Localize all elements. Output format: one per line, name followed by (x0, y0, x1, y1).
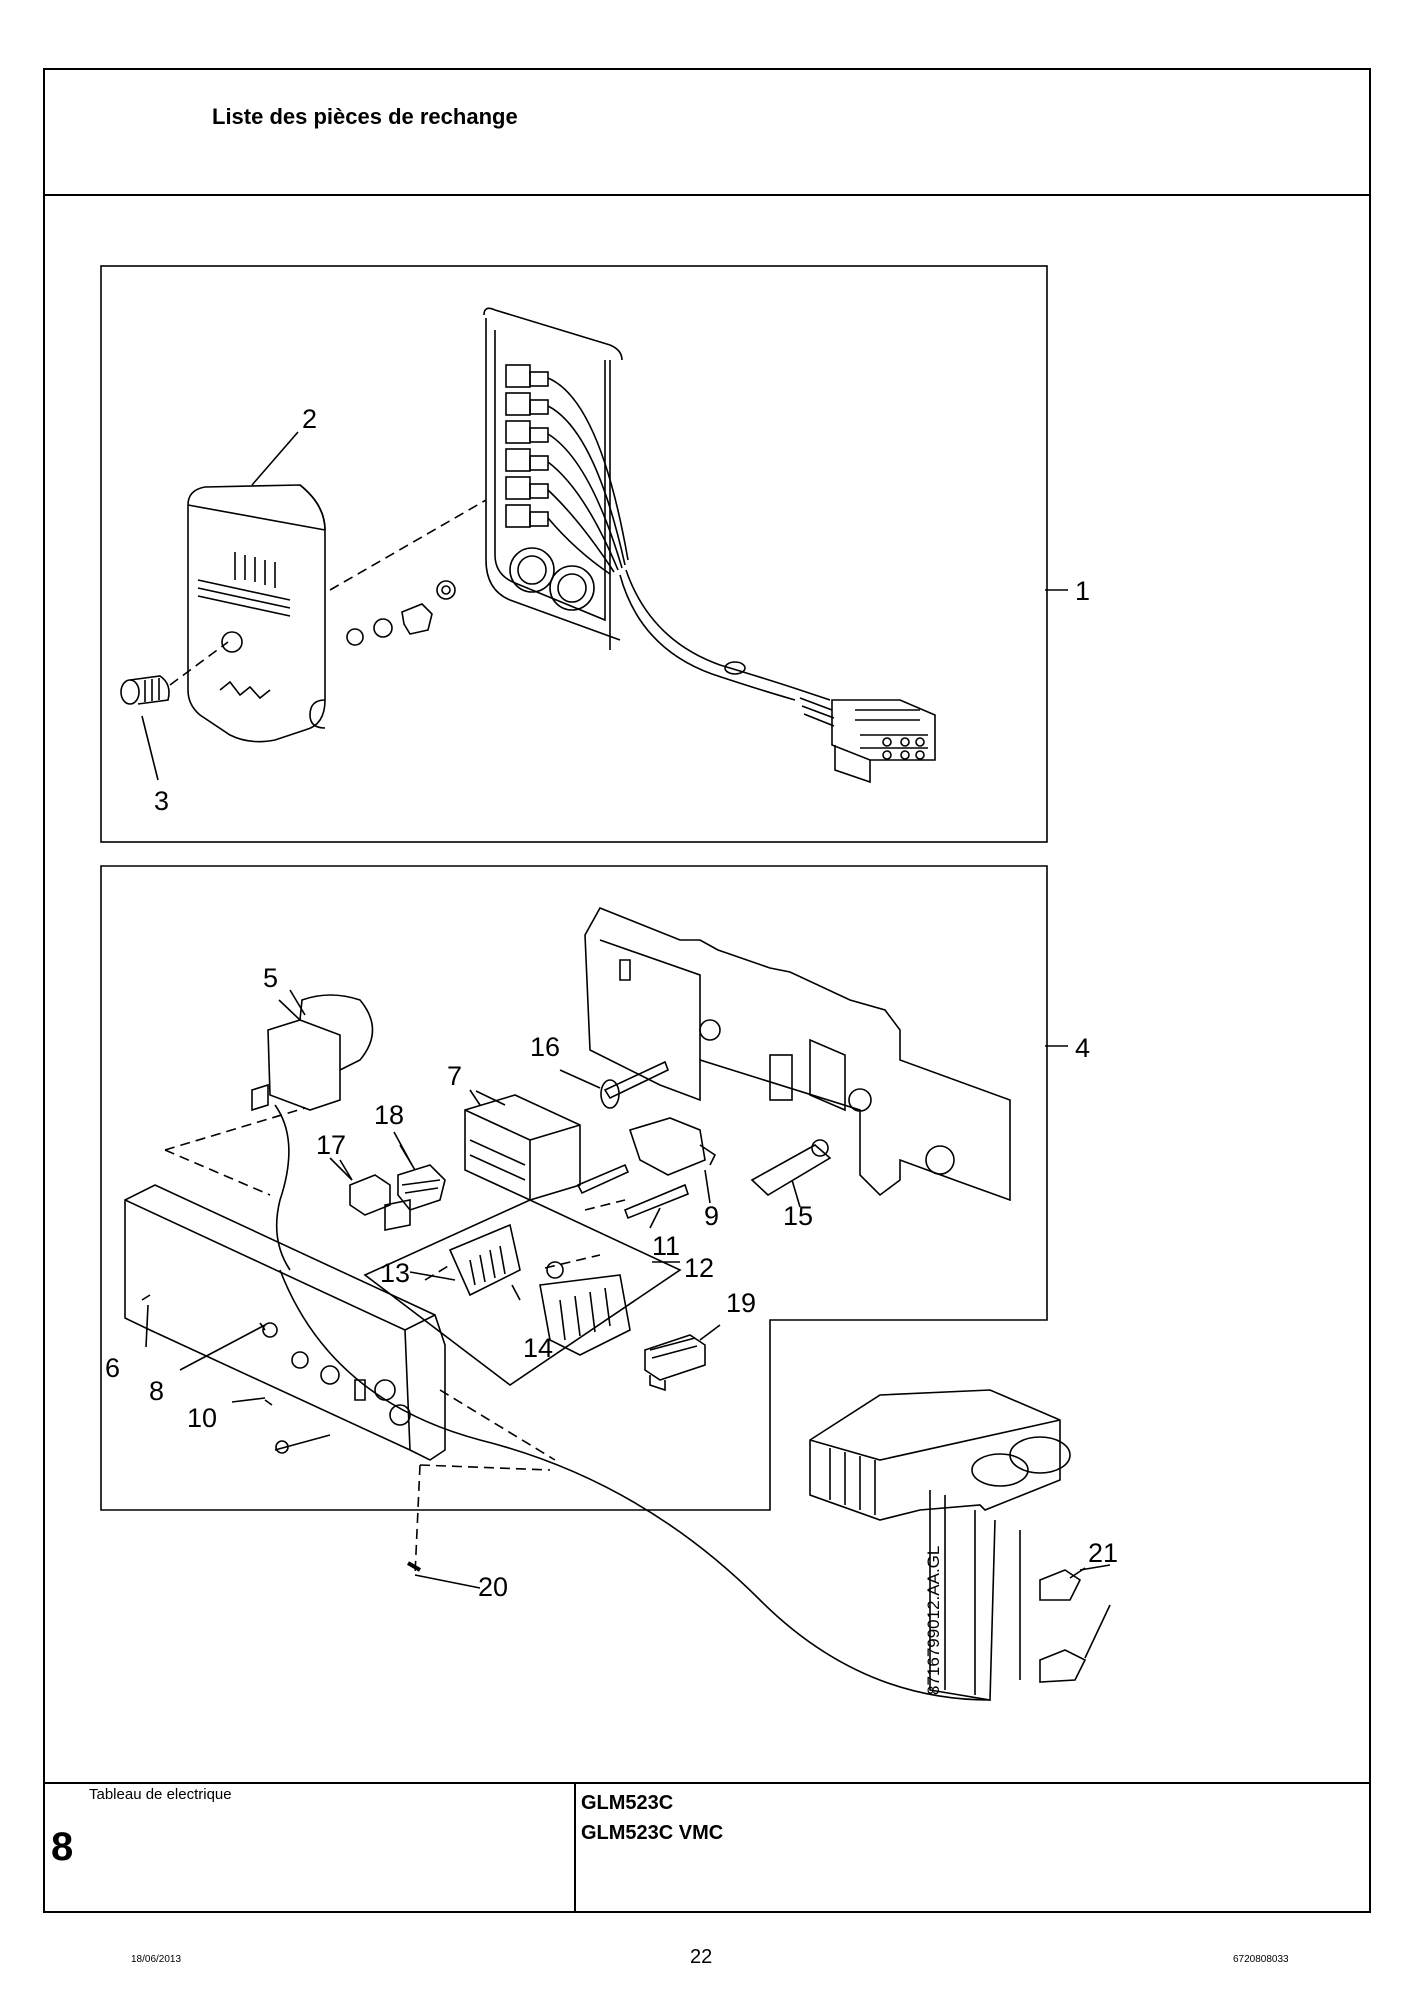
callout-labels: 2 1 3 4 5 16 7 18 17 9 15 11 12 13 19 14… (105, 404, 1118, 1602)
page-title: Liste des pièces de rechange (212, 104, 518, 129)
callout-18: 18 (374, 1100, 404, 1130)
sensor-wire (279, 1269, 991, 1701)
page-frame: Liste des pièces de rechange Tableau de … (43, 68, 1371, 1913)
section-number: 8 (51, 1825, 74, 1869)
header-divider (45, 194, 1369, 196)
document-reference: 6720808033 (1233, 1954, 1289, 1965)
drawing-reference: 8716799012.AA.GL (924, 1546, 943, 1695)
callout-21: 21 (1088, 1538, 1118, 1568)
callout-2: 2 (302, 404, 317, 434)
upper-assembly-box (100, 265, 1048, 843)
callout-8: 8 (149, 1376, 164, 1406)
clip-parts (346, 580, 456, 646)
assembly-lines-upper (169, 499, 487, 686)
footer-divider (45, 1782, 1369, 1784)
connector-part (644, 1324, 721, 1392)
pcb-part (363, 1199, 682, 1386)
knob-part (120, 675, 170, 781)
callout-19: 19 (726, 1288, 756, 1318)
model-name-1: GLM523C (581, 1792, 674, 1814)
page-number: 22 (690, 1946, 713, 1968)
lower-assembly-box (100, 865, 1048, 1511)
callout-10: 10 (187, 1403, 217, 1433)
housing-part (584, 906, 1011, 1202)
screw-part (406, 1561, 422, 1572)
callout-11: 11 (652, 1231, 680, 1261)
model-name-2: GLM523C VMC (581, 1822, 724, 1844)
callout-16: 16 (530, 1032, 560, 1062)
leader-lines (145, 431, 1086, 1589)
model-list: GLM523C GLM523C VMC (581, 1788, 723, 1848)
callout-9: 9 (704, 1201, 719, 1231)
control-panel-frame-part (483, 307, 936, 784)
callout-20: 20 (478, 1572, 508, 1602)
callout-6: 6 (105, 1353, 120, 1383)
section-title: Tableau de electrique (89, 1786, 232, 1803)
ignition-unit-part (251, 989, 374, 1271)
assembly-lines-lower (164, 1107, 626, 1576)
sensor-parts (339, 1144, 446, 1231)
callout-17: 17 (316, 1130, 346, 1160)
callout-7: 7 (447, 1061, 462, 1091)
control-panel-front-part (124, 1184, 446, 1461)
front-cover-part (187, 484, 326, 743)
callout-12: 12 (684, 1253, 714, 1283)
callout-3: 3 (154, 786, 169, 816)
electrode-parts (576, 1060, 832, 1220)
print-date: 18/06/2013 (131, 1954, 182, 1965)
callout-5: 5 (263, 963, 278, 993)
terminal-block-part (464, 1089, 581, 1201)
callout-15: 15 (783, 1201, 813, 1231)
footer-column-divider (574, 1782, 576, 1913)
heat-exchanger-part (809, 1389, 1111, 1701)
callout-14: 14 (523, 1333, 553, 1363)
callout-4: 4 (1075, 1033, 1090, 1063)
callout-13: 13 (380, 1258, 410, 1288)
callout-1: 1 (1075, 576, 1090, 606)
